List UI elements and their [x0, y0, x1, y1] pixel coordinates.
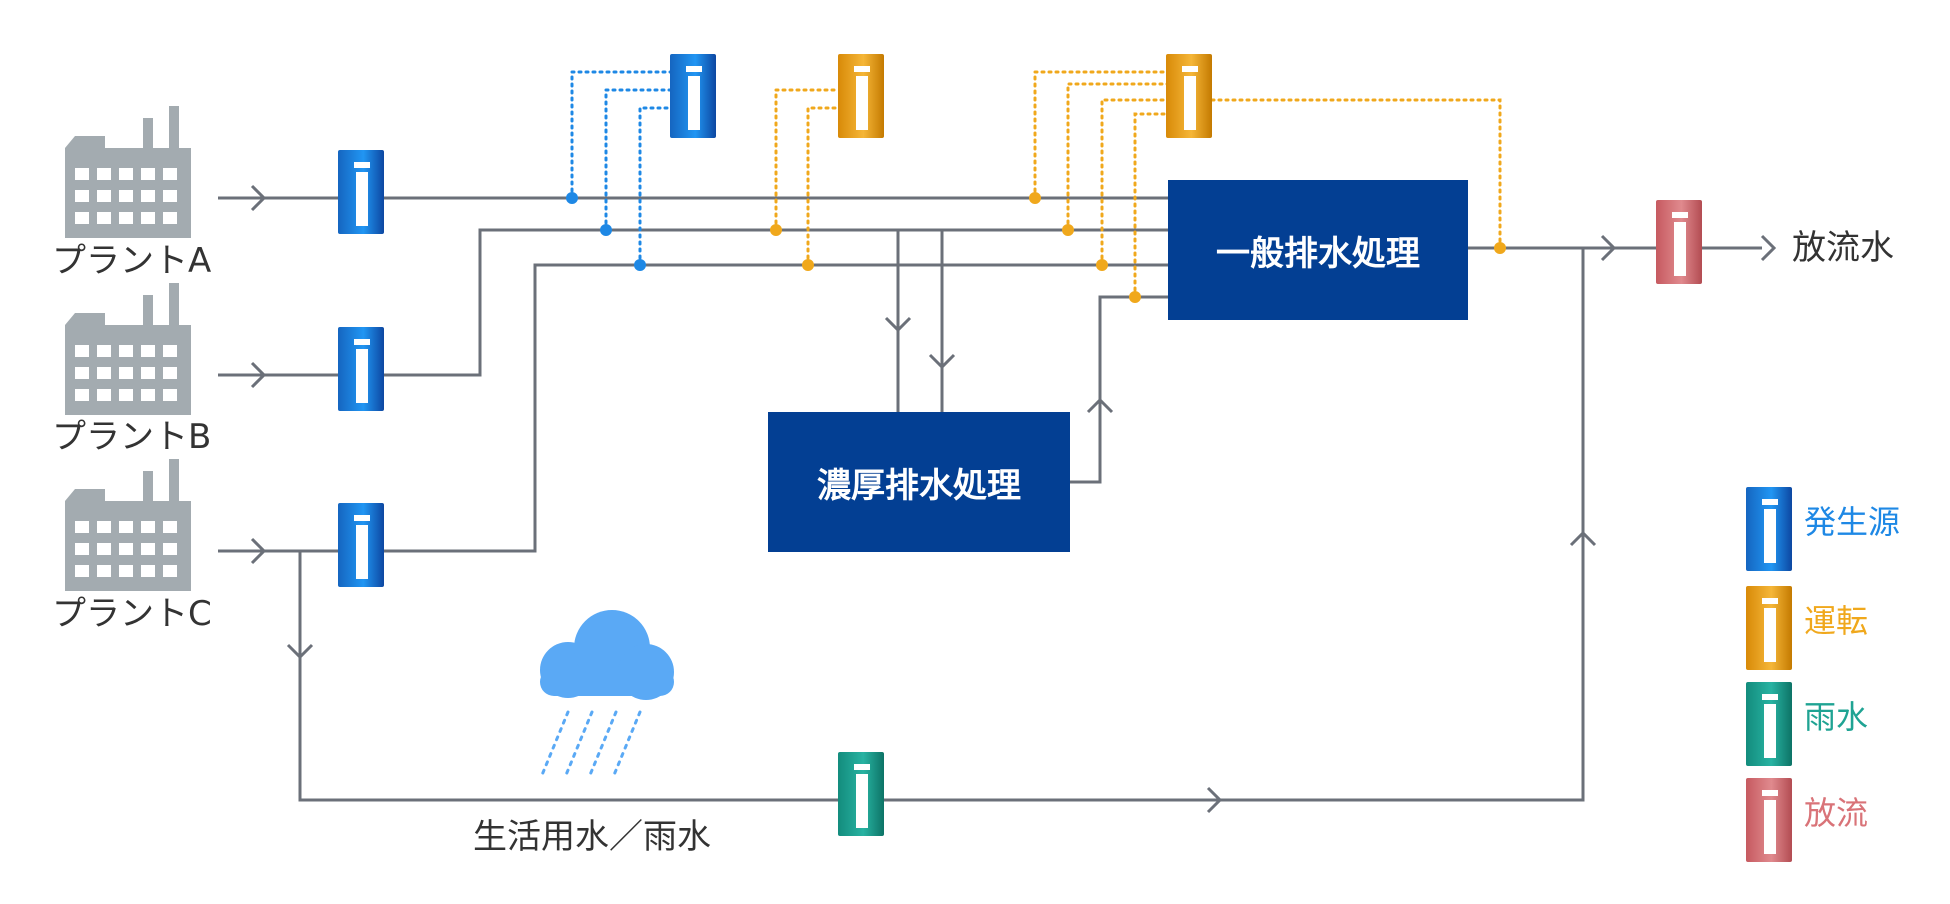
junction-dot	[634, 259, 646, 271]
arrow-right	[1600, 234, 1617, 262]
arrow-up	[1086, 397, 1114, 414]
sensor-icon	[1656, 200, 1702, 284]
legend-rain-label: 雨水	[1804, 698, 1869, 736]
arrow-right	[250, 184, 267, 212]
signal-line-operation	[1066, 82, 1170, 232]
arrow-right	[1760, 234, 1777, 262]
junction-dot	[1129, 291, 1141, 303]
pipe-domestic-rain	[298, 248, 1585, 802]
junction-dot	[1494, 242, 1506, 254]
signal-line-source	[570, 70, 674, 200]
legend-sensor-icon	[1746, 778, 1792, 862]
concentrated-wastewater-label: 濃厚排水処理	[817, 465, 1021, 506]
junction-dot	[1029, 192, 1041, 204]
factory-icon	[65, 459, 191, 591]
domestic-rain-label: 生活用水／雨水	[473, 817, 711, 857]
junction-dot	[770, 224, 782, 236]
arrow-right	[250, 361, 267, 389]
rain-cloud-icon	[540, 610, 674, 777]
legend-sensor-icon	[1746, 586, 1792, 670]
concentrated-wastewater-box: 濃厚排水処理	[768, 412, 1070, 552]
signal-line-source	[604, 88, 674, 232]
arrow-down	[928, 353, 956, 370]
sensor-icon	[1166, 54, 1212, 138]
discharge-water-label: 放流水	[1792, 228, 1894, 268]
sensor-icon	[670, 54, 716, 138]
signal-line-operation	[1100, 98, 1170, 267]
junction-dot	[802, 259, 814, 271]
arrow-down	[286, 643, 314, 660]
legend-sensor-icon	[1746, 487, 1792, 571]
factory-icon	[65, 106, 191, 238]
plant-c-label: プラントC	[52, 594, 212, 634]
signal-line-source	[638, 106, 674, 267]
signal-line-operation	[806, 106, 840, 267]
signal-line-operation	[1133, 112, 1170, 299]
sensor-icon	[338, 327, 384, 411]
legend-operation-label: 運転	[1804, 602, 1869, 640]
arrow-right	[250, 537, 267, 565]
sensor-icon	[338, 150, 384, 234]
factory-icon	[65, 283, 191, 415]
signal-line-operation	[1033, 70, 1170, 200]
plant-a-label: プラントA	[52, 241, 212, 281]
legend-sensor-icon	[1746, 682, 1792, 766]
signal-line-operation	[1210, 98, 1502, 250]
general-wastewater-label: 一般排水処理	[1216, 233, 1420, 274]
junction-dot	[1062, 224, 1074, 236]
junction-dot	[600, 224, 612, 236]
arrow-down	[884, 316, 912, 333]
sensor-icon	[838, 54, 884, 138]
pipe-concentrated-to-general	[1070, 295, 1168, 484]
general-wastewater-box: 一般排水処理	[1168, 180, 1468, 320]
legend-discharge-label: 放流	[1804, 794, 1869, 832]
sensor-icon	[338, 503, 384, 587]
signal-line-operation	[774, 88, 840, 232]
arrow-up	[1569, 530, 1597, 547]
plant-b-label: プラントB	[52, 417, 212, 457]
arrow-right	[1206, 786, 1223, 814]
junction-dot	[1096, 259, 1108, 271]
sensor-icon	[838, 752, 884, 836]
junction-dot	[566, 192, 578, 204]
legend-source-label: 発生源	[1804, 503, 1901, 541]
